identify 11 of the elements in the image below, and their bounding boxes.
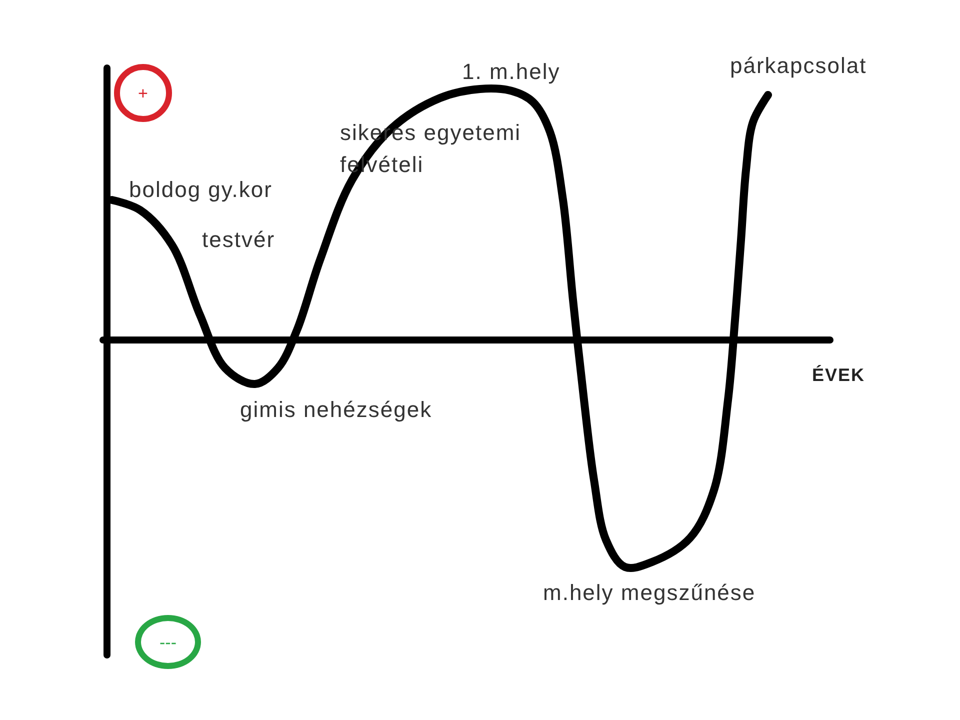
event-label: 1. m.hely (462, 59, 560, 85)
axis-label: ÉVEK (812, 364, 866, 387)
negative-marker (135, 615, 201, 669)
event-label: párkapcsolat (730, 53, 867, 79)
event-label: boldog gy.kor (129, 177, 272, 203)
sign-label: + (138, 84, 148, 102)
event-label: gimis nehézségek (240, 397, 432, 423)
sign-label: --- (160, 634, 176, 650)
positive-marker (114, 64, 172, 122)
event-label: testvér (202, 227, 276, 253)
event-label: m.hely megszűnése (543, 580, 756, 606)
